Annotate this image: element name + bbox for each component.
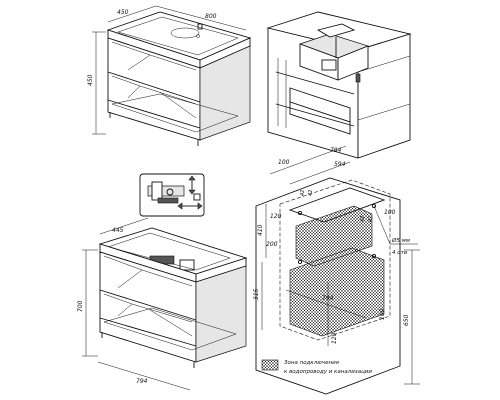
legend-swatch — [261, 359, 279, 371]
dim-plan-right-offset: 100 — [384, 209, 396, 216]
dim-bottom-depth: 445 — [112, 227, 124, 234]
dim-bottom-height: 700 — [77, 300, 84, 312]
cabinet-front-view: 445 700 794 — [77, 217, 248, 391]
dim-top-depth: 450 — [117, 9, 129, 16]
dim-plan-inner-width: 594 — [334, 161, 346, 168]
dim-top-width: 800 — [205, 13, 217, 20]
hinge-detail — [139, 173, 205, 217]
legend: Зона подключения к водопроводу и канализ… — [261, 359, 372, 375]
dim-plan-left-offset: 100 — [278, 159, 290, 166]
legend-text-line2: к водопроводу и канализации — [284, 369, 372, 375]
dim-top-height: 450 — [87, 74, 94, 86]
dim-plan-right-margin: 100 — [379, 308, 386, 320]
dim-bottom-width: 794 — [136, 378, 148, 385]
cabinet-with-basin-view: 450 800 450 — [87, 5, 252, 146]
dim-plan-total-height: 650 — [403, 314, 410, 326]
dim-plan-left-inner: 120 — [270, 213, 282, 220]
dim-plan-lower-height: 315 — [253, 288, 260, 300]
dim-slot-c: 42 — [360, 216, 366, 222]
dim-plan-upper-height: 410 — [257, 224, 264, 236]
fixing-note-diameter: Ø5 мм — [391, 237, 410, 244]
dim-plan-lower-zone: 200 — [266, 241, 278, 248]
dim-plan-top-width: 794 — [330, 147, 342, 154]
fixing-note-count: 4 отв — [392, 250, 407, 256]
dim-slot-a: 42 — [300, 190, 306, 196]
legend-text-line1: Зона подключения — [284, 360, 340, 366]
dim-slot-d: 42 — [368, 216, 374, 222]
dim-plan-bottom-width: 794 — [322, 295, 334, 302]
dim-slot-b: 42 — [308, 190, 314, 196]
dim-plan-bottom-offset: 120 — [331, 332, 338, 344]
cabinet-interior-view — [266, 11, 412, 159]
installation-plan: 794 594 100 100 42 42 42 42 410 120 200 … — [253, 145, 420, 395]
